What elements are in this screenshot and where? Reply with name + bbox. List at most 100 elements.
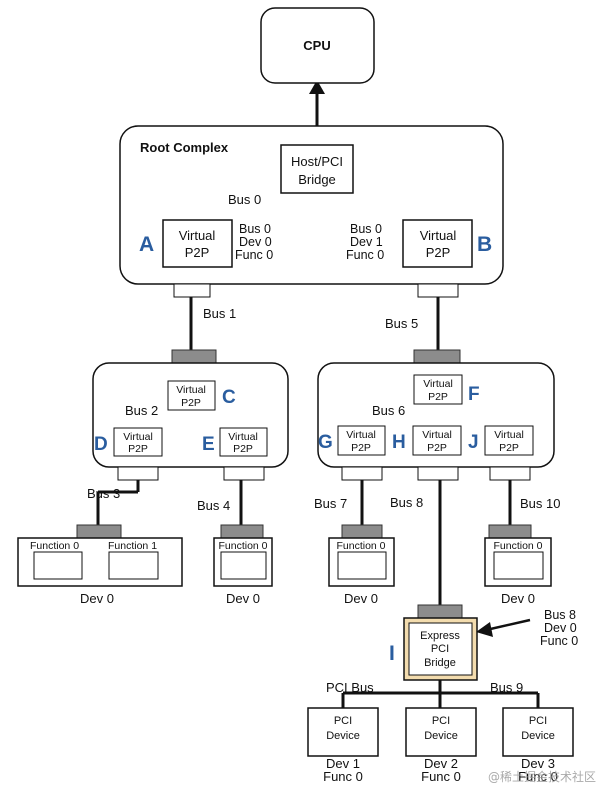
letter-e: E — [202, 434, 215, 455]
virtual-p2p-c-line1: Virtual — [176, 384, 206, 396]
virtual-p2p-e-box — [219, 427, 268, 457]
pci-device-2-line2: Device — [424, 730, 458, 742]
endpoint-bus4-function0-label: Function 0 — [218, 540, 267, 552]
pci-device-1-line2: Device — [326, 730, 360, 742]
bdf-a-bus: Bus 0 — [239, 222, 271, 236]
virtual-p2p-c-box — [167, 380, 216, 411]
virtual-p2p-g-line1: Virtual — [346, 429, 376, 441]
bdf-i-bus: Bus 8 — [544, 608, 576, 622]
endpoint-bus3-function1-box — [108, 551, 159, 580]
virtual-p2p-j-line1: Virtual — [494, 429, 524, 441]
virtual-p2p-d-line2: P2P — [128, 443, 148, 455]
endpoint-bus10-function0-box — [493, 551, 544, 580]
watermark: @稀土掘金技术社区 — [488, 769, 596, 784]
host-pci-bridge-box — [280, 144, 354, 194]
pci-bus-label: PCI Bus — [326, 680, 374, 695]
bus-1-label: Bus 1 — [203, 306, 236, 321]
endpoint-port-bus10 — [488, 524, 532, 539]
pci-device-1-box — [307, 707, 379, 757]
letter-a: A — [139, 233, 154, 256]
host-pci-bridge-line1: Host/PCI — [291, 154, 343, 169]
express-bridge-port — [417, 604, 463, 619]
pci-device-3-line1: PCI — [529, 715, 547, 727]
port-pad-d — [117, 466, 159, 481]
letter-g: G — [318, 432, 333, 453]
letter-b: B — [477, 233, 492, 256]
virtual-p2p-d-box — [113, 427, 163, 457]
bus-0-label: Bus 0 — [228, 192, 261, 207]
port-pad-e — [223, 466, 265, 481]
bus-10-label: Bus 10 — [520, 496, 560, 511]
cpu-box — [260, 7, 375, 84]
virtual-p2p-a-line1: Virtual — [179, 228, 216, 243]
virtual-p2p-b-line1: Virtual — [420, 228, 457, 243]
letter-h: H — [392, 432, 406, 453]
express-pci-bridge-inner — [408, 622, 473, 676]
virtual-p2p-h-box — [412, 425, 462, 456]
bdf-b-dev: Dev 1 — [350, 235, 383, 249]
endpoint-bus10-function0-label: Function 0 — [493, 540, 542, 552]
bdf-i-func: Func 0 — [540, 634, 578, 648]
bus-7-label: Bus 7 — [314, 496, 347, 511]
endpoint-bus7-dev-label: Dev 0 — [344, 591, 378, 606]
virtual-p2p-f-line2: P2P — [428, 391, 448, 403]
bdf-a-dev: Dev 0 — [239, 235, 272, 249]
virtual-p2p-a-line2: P2P — [185, 245, 210, 260]
endpoint-port-bus3 — [76, 524, 122, 539]
bus-6-label: Bus 6 — [372, 403, 405, 418]
endpoint-port-bus4 — [220, 524, 264, 539]
port-pad-a — [173, 283, 211, 298]
letter-c: C — [222, 387, 236, 408]
pci-device-3-box — [502, 707, 574, 757]
bdf-i-dev: Dev 0 — [544, 621, 577, 635]
endpoint-bus3-function0-box — [33, 551, 83, 580]
bus-2-label: Bus 2 — [125, 403, 158, 418]
port-pad-h — [417, 466, 459, 481]
virtual-p2p-c-line2: P2P — [181, 397, 201, 409]
host-pci-bridge-line2: Bridge — [298, 172, 336, 187]
port-pad-b — [417, 283, 459, 298]
endpoint-bus4-function0-box — [220, 551, 267, 580]
bus-8-label: Bus 8 — [390, 495, 423, 510]
virtual-p2p-j-box — [484, 425, 534, 456]
virtual-p2p-h-line2: P2P — [427, 442, 447, 454]
letter-i: I — [389, 642, 395, 665]
bdf-b-func: Func 0 — [346, 248, 384, 262]
endpoint-bus3-function0-label: Function 0 — [30, 540, 79, 552]
letter-d: D — [94, 434, 108, 455]
port-pad-j — [489, 466, 531, 481]
endpoint-bus7-function0-box — [337, 551, 387, 580]
pci-device-2-box — [405, 707, 477, 757]
letter-f: F — [468, 384, 480, 405]
pci-device-3-dev: Dev 3 — [521, 756, 555, 771]
upstream-port-right — [413, 349, 461, 364]
port-pad-g — [341, 466, 383, 481]
virtual-p2p-f-line1: Virtual — [423, 378, 453, 390]
endpoint-bus7-function0-label: Function 0 — [336, 540, 385, 552]
virtual-p2p-j-line2: P2P — [499, 442, 519, 454]
bdf-a-func: Func 0 — [235, 248, 273, 262]
cpu-label: CPU — [303, 38, 330, 53]
pci-device-3-line2: Device — [521, 730, 555, 742]
virtual-p2p-g-line2: P2P — [351, 442, 371, 454]
express-pci-bridge-line1: Express — [420, 630, 460, 642]
endpoint-bus10-dev-label: Dev 0 — [501, 591, 535, 606]
express-pci-bridge-line2: PCI — [431, 643, 449, 655]
pci-device-2-func: Func 0 — [421, 769, 461, 784]
virtual-p2p-b-box — [402, 219, 473, 268]
express-pci-bridge-line3: Bridge — [424, 657, 456, 669]
endpoint-bus3-function1-label: Function 1 — [108, 540, 157, 552]
pci-device-2-line1: PCI — [432, 715, 450, 727]
endpoint-port-bus7 — [341, 524, 383, 539]
root-complex-label: Root Complex — [140, 140, 229, 155]
virtual-p2p-b-line2: P2P — [426, 245, 451, 260]
bus-9-label: Bus 9 — [490, 680, 523, 695]
letter-j: J — [468, 432, 479, 453]
bus-4-label: Bus 4 — [197, 498, 230, 513]
virtual-p2p-a-box — [162, 219, 233, 268]
virtual-p2p-h-line1: Virtual — [422, 429, 452, 441]
pci-device-1-func: Func 0 — [323, 769, 363, 784]
endpoint-bus4-dev-label: Dev 0 — [226, 591, 260, 606]
bdf-b-bus: Bus 0 — [350, 222, 382, 236]
